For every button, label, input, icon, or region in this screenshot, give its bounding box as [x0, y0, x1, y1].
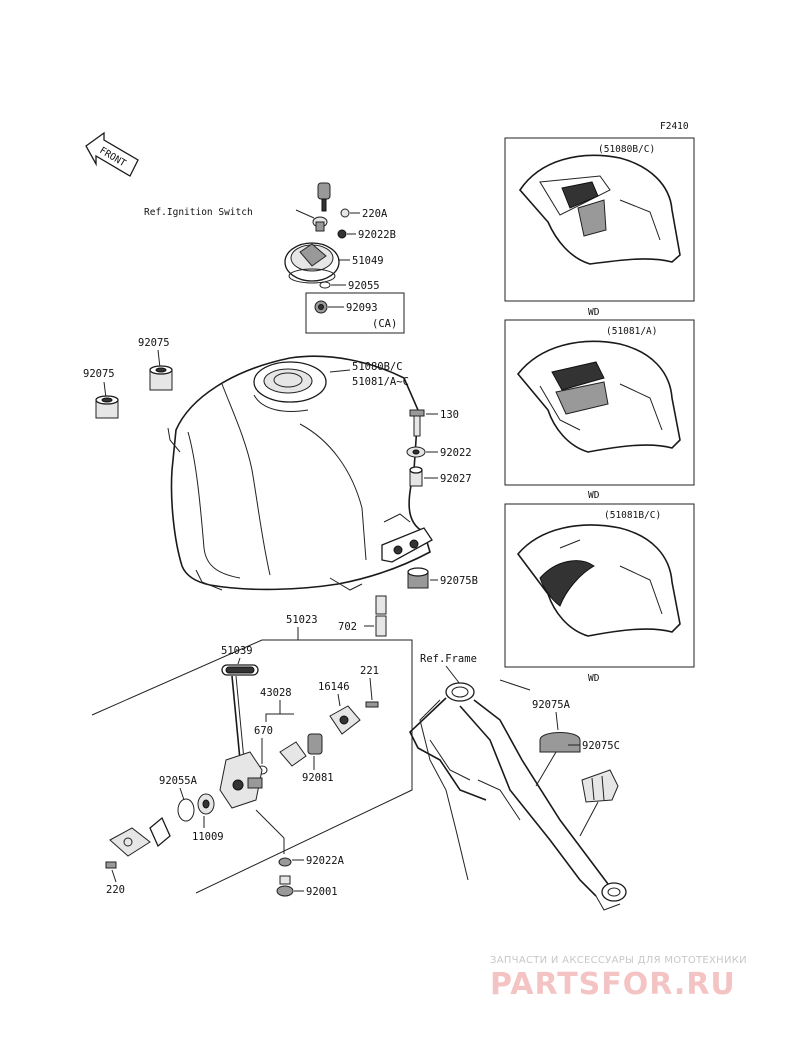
- callout-670: 670: [254, 725, 273, 737]
- damper-92075-icon: [149, 365, 173, 391]
- callout-220a: 220A: [362, 208, 388, 220]
- callout-130: 130: [440, 409, 459, 421]
- fuel-cock-body-icon: [219, 675, 263, 809]
- callout-43028: 43028: [260, 687, 292, 699]
- panel-3-caption: WD: [588, 673, 600, 684]
- callout-92022b: 92022B: [358, 229, 396, 241]
- bolt-92001-icon: [276, 875, 294, 897]
- damper-92075c-icon: [581, 769, 619, 803]
- ca-box: [305, 292, 405, 334]
- ignition-key-icon: [317, 182, 331, 212]
- callout-92075c: 92075C: [582, 740, 620, 752]
- callout-92075a: 92075A: [532, 699, 571, 711]
- front-arrow-icon: FRONT: [85, 131, 139, 177]
- fuel-cap-icon: [284, 242, 340, 284]
- oring-92055a-icon: [177, 798, 195, 822]
- panel-3-code: (51081B/C): [604, 510, 661, 521]
- frame-drawing: [409, 679, 627, 911]
- callout-702: 702: [338, 621, 357, 633]
- pin-702-icon: [375, 595, 387, 637]
- screw-220-icon: [105, 861, 117, 869]
- oring-92055-icon: [319, 281, 331, 289]
- panel-2-caption: WD: [588, 490, 600, 501]
- collar-92027-icon: [409, 466, 423, 487]
- washer-92022b-icon: [337, 229, 347, 239]
- callout-92055: 92055: [348, 280, 380, 292]
- tank-variant-2-icon: [516, 340, 681, 453]
- callout-51023: 51023: [286, 614, 318, 626]
- valve-92093-icon: [314, 300, 328, 314]
- callout-tank-b: 51081/A~C: [352, 376, 409, 388]
- filter-11009-icon: [197, 793, 215, 815]
- callout-220: 220: [106, 884, 125, 896]
- bolt-130-icon: [409, 409, 425, 437]
- washer-92022-icon: [406, 446, 426, 458]
- watermark-line2: PARTSFOR.RU: [490, 967, 736, 1002]
- callout-92075-left: 92075: [83, 368, 115, 380]
- bolt-220a-icon: [340, 208, 350, 218]
- gasket-43028-icon: [279, 733, 323, 767]
- lever-16146-icon: [329, 705, 361, 735]
- diagram-code: F2410: [660, 121, 689, 132]
- callout-ref-ignition: Ref.Ignition Switch: [144, 207, 253, 218]
- callout-92001: 92001: [306, 886, 338, 898]
- callout-92075b: 92075B: [440, 575, 478, 587]
- fuel-filter-51039-icon: [221, 664, 259, 676]
- callout-51049: 51049: [352, 255, 384, 267]
- tank-variant-3-icon: [516, 524, 681, 637]
- panel-1: (51080B/C) WD: [504, 137, 695, 318]
- callout-221: 221: [360, 665, 379, 677]
- callout-92027: 92027: [440, 473, 472, 485]
- callout-92022a: 92022A: [306, 855, 345, 867]
- screw-221-icon: [365, 701, 379, 708]
- watermark-line1: ЗАПЧАСТИ И АКСЕССУАРЫ ДЛЯ МОТОТЕХНИКИ: [490, 955, 747, 966]
- panel-2-code: (51081/A): [606, 326, 657, 337]
- panel-2: (51081/A) WD: [504, 319, 695, 501]
- callout-92022: 92022: [440, 447, 472, 459]
- lock-cylinder-icon: [312, 216, 328, 232]
- panel-3: (51081B/C) WD: [504, 503, 695, 684]
- tank-variant-1-icon: [518, 154, 681, 265]
- callout-16146: 16146: [318, 681, 350, 693]
- damper-92075a-icon: [539, 732, 581, 753]
- callout-92055a: 92055A: [159, 775, 198, 787]
- fuel-tank-drawing: [167, 355, 433, 591]
- callout-ca: (CA): [372, 318, 397, 330]
- gasket-plate-icon: [109, 816, 171, 857]
- damper-92075b-icon: [407, 567, 429, 589]
- callout-tank-a: 51080B/C: [352, 361, 403, 373]
- damper-92075-left-icon: [95, 395, 119, 419]
- callout-11009: 11009: [192, 831, 224, 843]
- washer-92022a-icon: [278, 857, 292, 867]
- callout-ref-frame: Ref.Frame: [420, 653, 477, 665]
- callout-92081: 92081: [302, 772, 334, 784]
- panel-1-code: (51080B/C): [598, 144, 655, 155]
- callout-92093: 92093: [346, 302, 378, 314]
- callout-92075-top: 92075: [138, 337, 170, 349]
- callout-51039: 51039: [221, 645, 253, 657]
- panel-1-caption: WD: [588, 307, 600, 318]
